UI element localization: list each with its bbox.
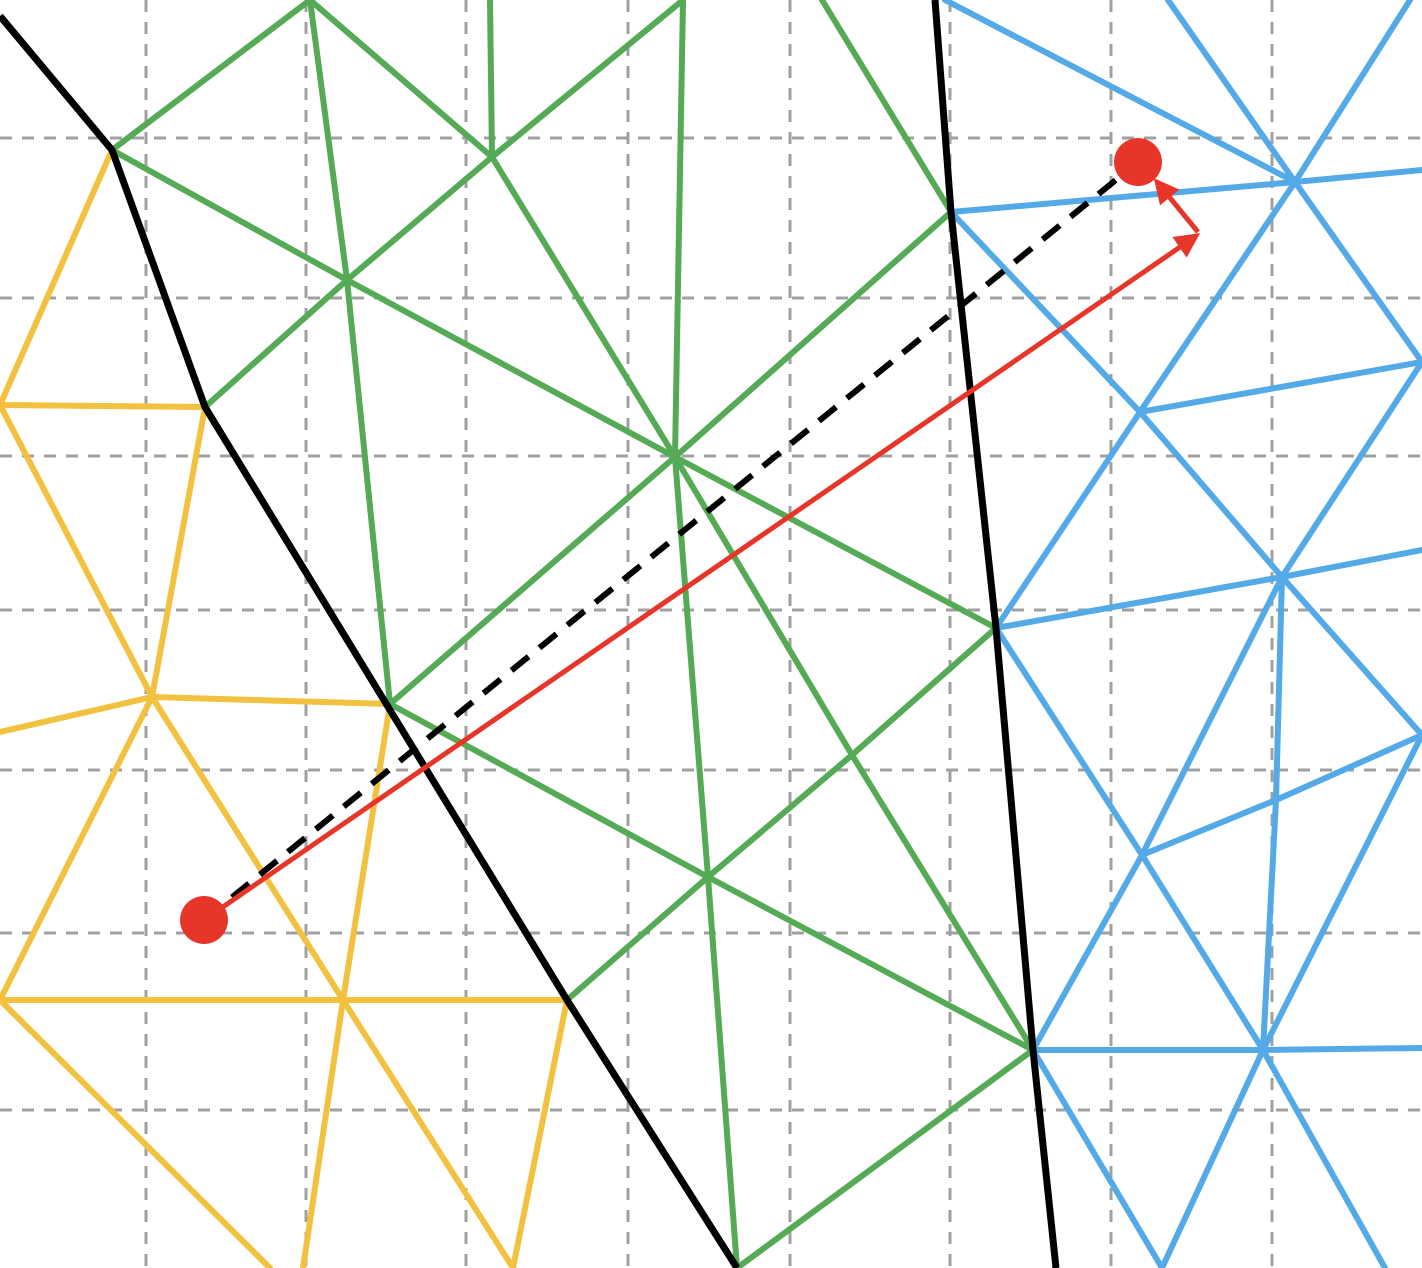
mesh-edge <box>109 147 350 283</box>
mesh-edge <box>819 0 954 215</box>
mesh-edge <box>1279 574 1422 738</box>
mesh-edge <box>1260 1047 1388 1268</box>
mesh-edge <box>307 0 495 160</box>
end-point <box>1114 138 1162 186</box>
mesh-edge <box>1159 1047 1266 1268</box>
right-boundary-line <box>931 0 1060 1268</box>
mesh-edge <box>1292 0 1413 185</box>
mesh-edge <box>948 209 1143 415</box>
mesh-edge <box>942 0 1298 185</box>
mesh-edge <box>340 701 393 1003</box>
straight-dashed-line <box>202 159 1140 923</box>
mesh-edge <box>705 752 855 880</box>
mesh-edge <box>489 0 686 160</box>
mesh-edge <box>487 0 495 160</box>
mesh-edge <box>340 997 516 1268</box>
mesh-edge <box>849 625 999 758</box>
left-boundary-line <box>0 13 740 1268</box>
mesh-edge <box>1279 359 1422 580</box>
mesh-edge <box>734 1047 1036 1268</box>
mesh-edge <box>300 997 346 1268</box>
mesh-edge <box>849 752 1036 1053</box>
mesh-edge <box>1260 797 1279 1053</box>
mesh-edge <box>672 454 855 758</box>
mesh-edge <box>387 454 678 707</box>
mesh-edge <box>109 0 313 153</box>
mesh-edge <box>0 694 155 735</box>
mesh-edge <box>564 874 711 1003</box>
path-arrow <box>202 233 1201 923</box>
mesh-edge <box>948 179 1298 215</box>
mesh-edge <box>510 997 570 1268</box>
mesh-edge <box>993 625 1145 858</box>
mesh-edge <box>1273 574 1285 803</box>
mesh-edge <box>1165 0 1298 185</box>
mesh-edge <box>1030 852 1145 1053</box>
middle-region-mesh <box>109 0 1036 1268</box>
mesh-edge <box>344 154 495 283</box>
region-boundaries <box>0 0 1060 1268</box>
correction-arrow <box>1153 178 1200 234</box>
mesh-edge <box>344 277 393 707</box>
mesh-edge <box>1139 852 1266 1053</box>
mesh-edge <box>202 277 350 410</box>
mesh-edge <box>672 454 711 880</box>
mesh-edge <box>1139 797 1279 858</box>
mesh-edge <box>149 694 346 1003</box>
mesh-edge <box>672 0 686 460</box>
mesh-edge <box>0 694 155 1003</box>
mesh-edge <box>0 402 155 700</box>
mesh-edge <box>1137 359 1422 415</box>
mesh-edge <box>1030 1047 1165 1268</box>
mesh-edge <box>1260 732 1422 1053</box>
left-region-mesh <box>0 147 570 1268</box>
mesh-edge <box>149 694 393 707</box>
mesh-edge <box>672 209 954 460</box>
mesh-edge <box>307 0 350 283</box>
start-point <box>180 896 228 944</box>
mesh-edge <box>1279 547 1422 580</box>
mesh-edge <box>705 874 740 1268</box>
mesh-edge <box>993 574 1285 631</box>
mesh-edge <box>672 454 999 631</box>
mesh-edge <box>0 402 208 410</box>
mesh-edge <box>1260 1045 1422 1053</box>
path-overlay <box>180 138 1201 944</box>
mesh-edge <box>344 277 678 460</box>
mesh-edge <box>1292 167 1422 185</box>
mesh-edge <box>1137 179 1298 415</box>
mesh-edge <box>1137 409 1285 580</box>
right-region-mesh <box>942 0 1422 1268</box>
mesh-edge <box>1273 732 1422 803</box>
mesh-edge <box>489 154 678 460</box>
mesh-edge <box>0 997 273 1268</box>
mesh-edge <box>387 701 711 880</box>
mesh-edge <box>993 409 1143 631</box>
mesh-edge <box>1139 574 1285 858</box>
mesh-edge <box>705 874 1036 1053</box>
mesh-edge <box>0 147 115 408</box>
mesh-edge <box>149 404 208 700</box>
mesh-edge <box>1292 179 1422 365</box>
